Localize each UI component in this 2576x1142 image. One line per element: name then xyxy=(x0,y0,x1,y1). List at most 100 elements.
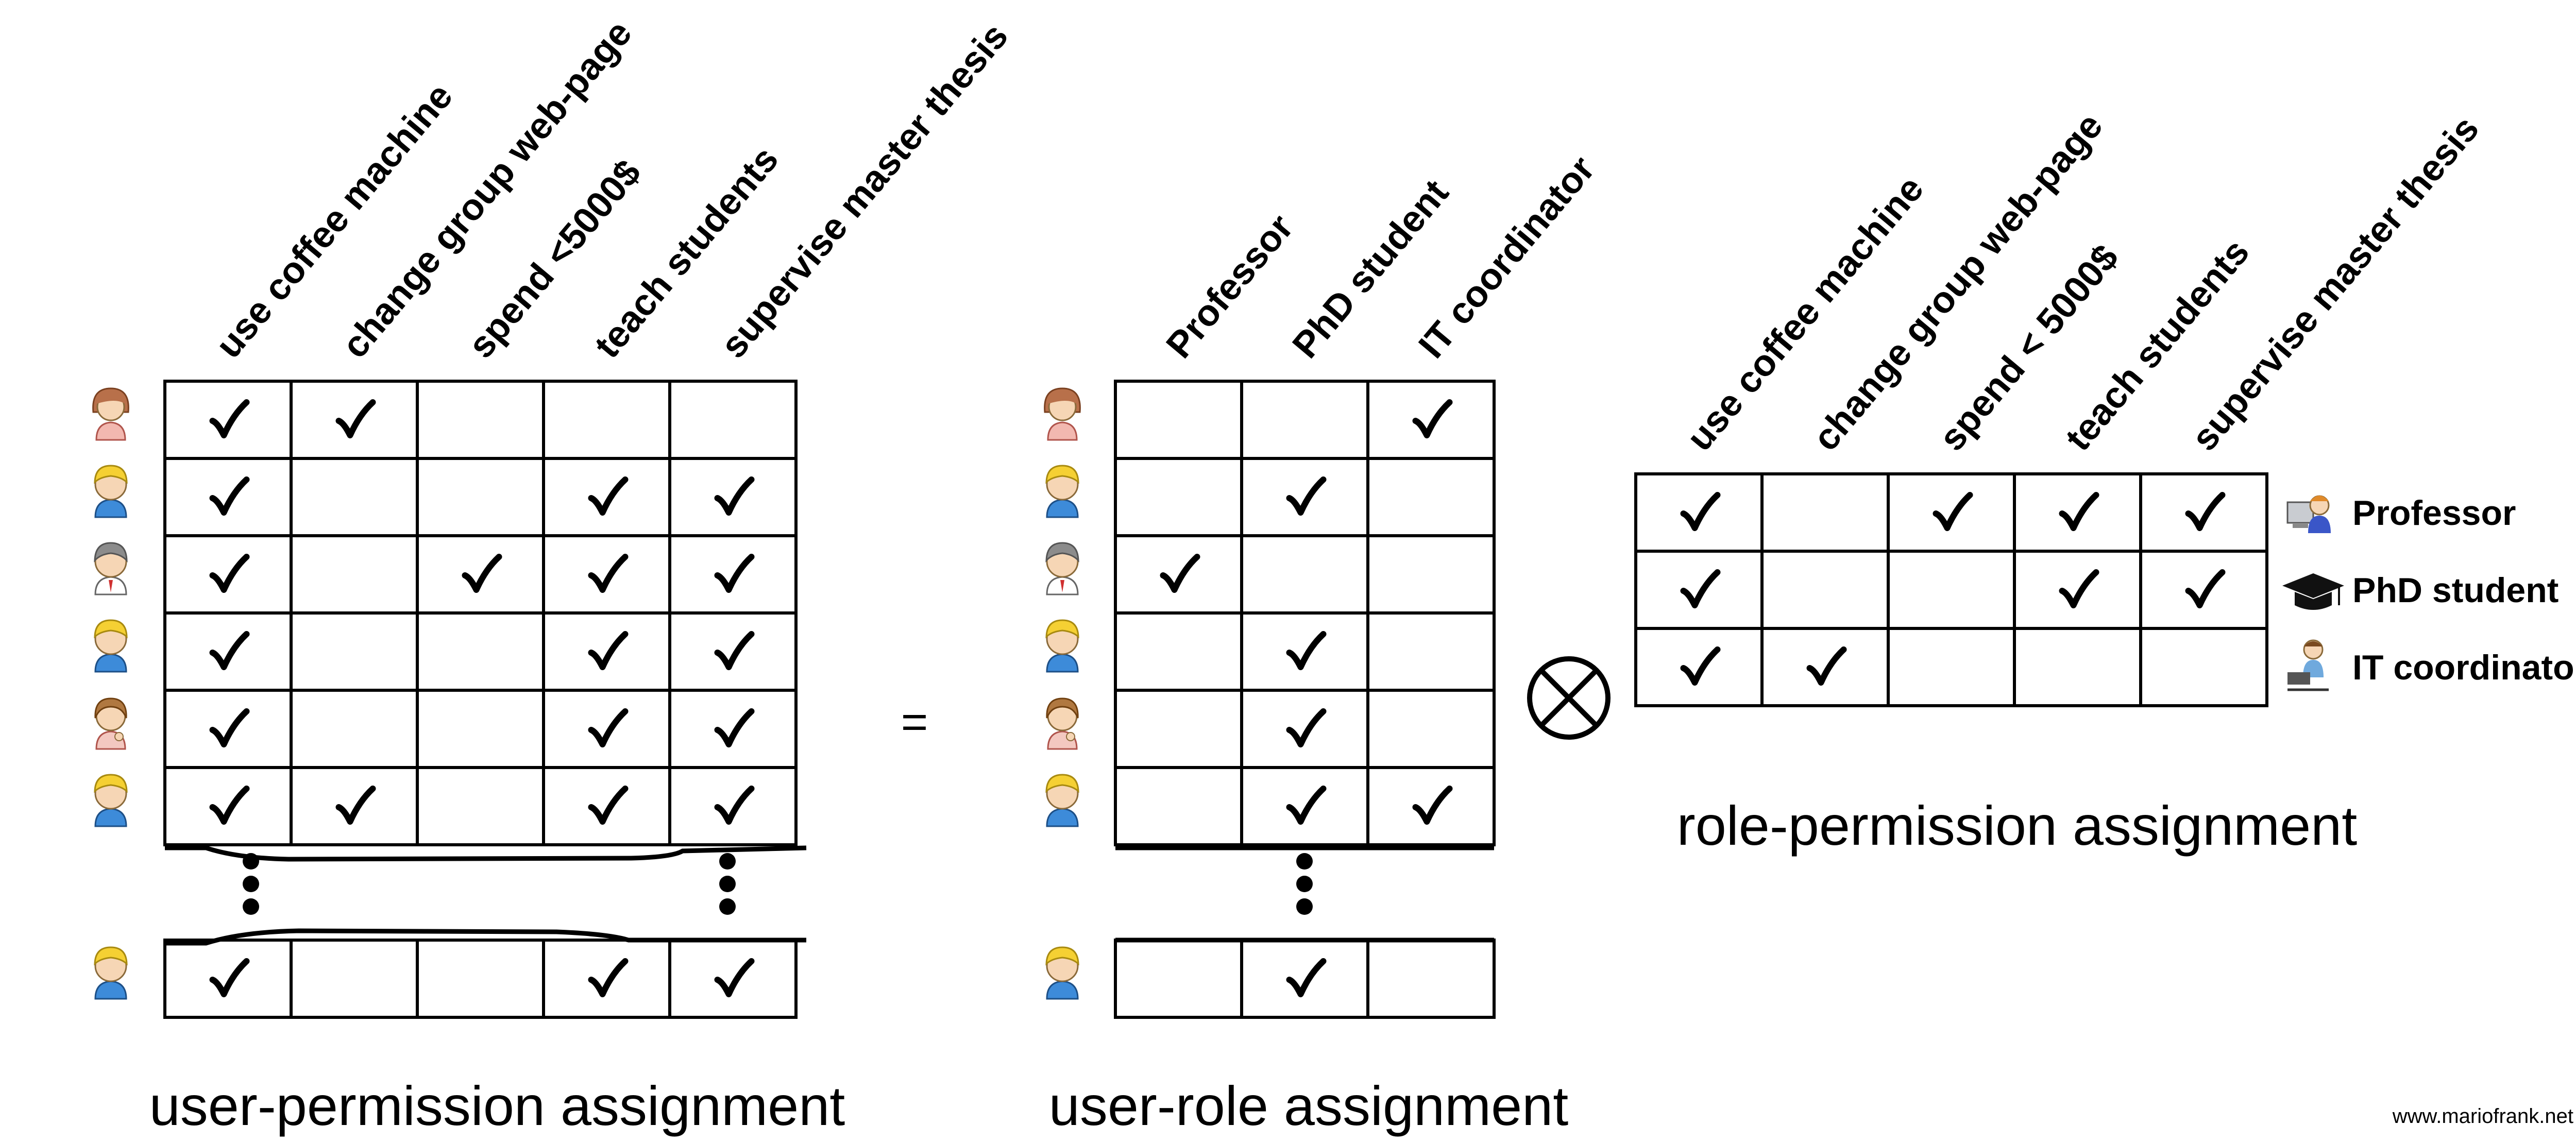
ura-cell xyxy=(1366,457,1496,537)
upa-cell xyxy=(163,380,293,460)
checkmark-icon xyxy=(213,961,247,994)
ellipsis-dot xyxy=(243,876,259,892)
rpa-cell xyxy=(1760,472,1890,553)
rpa-cell xyxy=(2139,550,2268,630)
checkmark-icon xyxy=(2062,495,2096,528)
role-label: IT coordinator xyxy=(2352,648,2576,687)
rpa-cell xyxy=(1634,472,1764,553)
checkmark-icon xyxy=(1290,789,1324,822)
checkmark-icon xyxy=(718,634,752,667)
upa-cell xyxy=(290,611,419,692)
ura-cell xyxy=(1366,766,1496,846)
upa-cell xyxy=(416,534,545,615)
upa-cell xyxy=(416,611,545,692)
professor-avatar-icon xyxy=(1045,542,1079,595)
blonde-man-avatar-icon xyxy=(94,946,128,1000)
upa-header-label: use coffee machine xyxy=(208,76,461,366)
ura-caption: user-role assignment xyxy=(1049,1075,1568,1137)
rpa-cell xyxy=(2013,627,2142,707)
role-label: Professor xyxy=(2352,493,2516,533)
checkmark-icon xyxy=(465,557,499,590)
blonde-man-avatar-icon xyxy=(1045,774,1079,827)
checkmark-icon xyxy=(591,634,625,667)
upa-cell xyxy=(163,611,293,692)
ura-cell xyxy=(1366,380,1496,460)
checkmark-icon xyxy=(2189,572,2223,605)
rpa-cell xyxy=(2013,472,2142,553)
woman-avatar-icon xyxy=(92,387,129,441)
product-operator xyxy=(1527,656,1611,740)
rpa-cell xyxy=(1634,550,1764,630)
upa-cell xyxy=(668,380,798,460)
upa-cell xyxy=(416,939,545,1019)
checkmark-icon xyxy=(718,557,752,590)
upa-cell xyxy=(668,939,798,1019)
ura-user-avatars xyxy=(1044,387,1081,1000)
upa-cell xyxy=(542,766,671,846)
checkmark-icon xyxy=(1810,650,1844,683)
ura-cell xyxy=(1114,766,1243,846)
checkmark-icon xyxy=(1163,557,1197,590)
woman-thinking-avatar-icon xyxy=(94,697,127,750)
ura-cell xyxy=(1366,534,1496,615)
ellipsis-dot xyxy=(1296,898,1313,915)
checkmark-icon xyxy=(591,557,625,590)
upa-cell xyxy=(163,534,293,615)
rpa-cell xyxy=(2139,627,2268,707)
upa-cell xyxy=(416,380,545,460)
upa-cell xyxy=(542,939,671,1019)
checkmark-icon xyxy=(591,480,625,513)
ura-cell xyxy=(1366,939,1496,1019)
watermark: www.mariofrank.net xyxy=(2392,1105,2573,1128)
blonde-man-avatar-icon xyxy=(94,774,128,827)
rpa-cell xyxy=(2139,472,2268,553)
blonde-man-avatar-icon xyxy=(94,619,128,673)
rpa-header-label: use coffee machine xyxy=(1679,168,1931,458)
operator-circle xyxy=(1527,656,1611,740)
checkmark-icon xyxy=(2189,495,2223,528)
ura-cell xyxy=(1240,611,1369,692)
ura-cell xyxy=(1240,939,1369,1019)
blonde-man-avatar-icon xyxy=(94,465,128,518)
ura-cell xyxy=(1240,380,1369,460)
checkmark-icon xyxy=(213,789,247,822)
operator-cross-b xyxy=(1539,668,1599,728)
role-permission-matrix xyxy=(1634,472,2268,707)
checkmark-icon xyxy=(1936,495,1970,528)
upa-cell xyxy=(290,939,419,1019)
rpa-caption: role-permission assignment xyxy=(1677,794,2358,857)
ura-cell xyxy=(1240,766,1369,846)
checkmark-icon xyxy=(1416,402,1450,435)
checkmark-icon xyxy=(591,711,625,744)
upa-cell xyxy=(416,766,545,846)
ellipsis-dot xyxy=(1296,876,1313,892)
rpa-cell xyxy=(1887,550,2016,630)
rpa-cell xyxy=(2013,550,2142,630)
checkmark-icon xyxy=(213,711,247,744)
matrix-break-line xyxy=(165,928,806,946)
upa-cell xyxy=(416,689,545,769)
upa-cell xyxy=(290,689,419,769)
equals-sign: = xyxy=(901,696,928,748)
checkmark-icon xyxy=(339,789,373,822)
upa-cell xyxy=(668,457,798,537)
checkmark-icon xyxy=(718,480,752,513)
ellipsis-dot xyxy=(243,853,259,870)
checkmark-icon xyxy=(1290,961,1324,994)
professor-computer-icon xyxy=(2286,495,2331,533)
upa-cell xyxy=(542,534,671,615)
upa-cell xyxy=(416,457,545,537)
upa-cell xyxy=(290,380,419,460)
checkmark-icon xyxy=(1684,572,1718,605)
checkmark-icon xyxy=(2062,572,2096,605)
rpa-cell xyxy=(1887,627,2016,707)
ura-cell xyxy=(1114,611,1243,692)
upa-cell xyxy=(163,766,293,846)
checkmark-icon xyxy=(718,789,752,822)
checkmark-icon xyxy=(213,557,247,590)
ura-cell xyxy=(1114,534,1243,615)
